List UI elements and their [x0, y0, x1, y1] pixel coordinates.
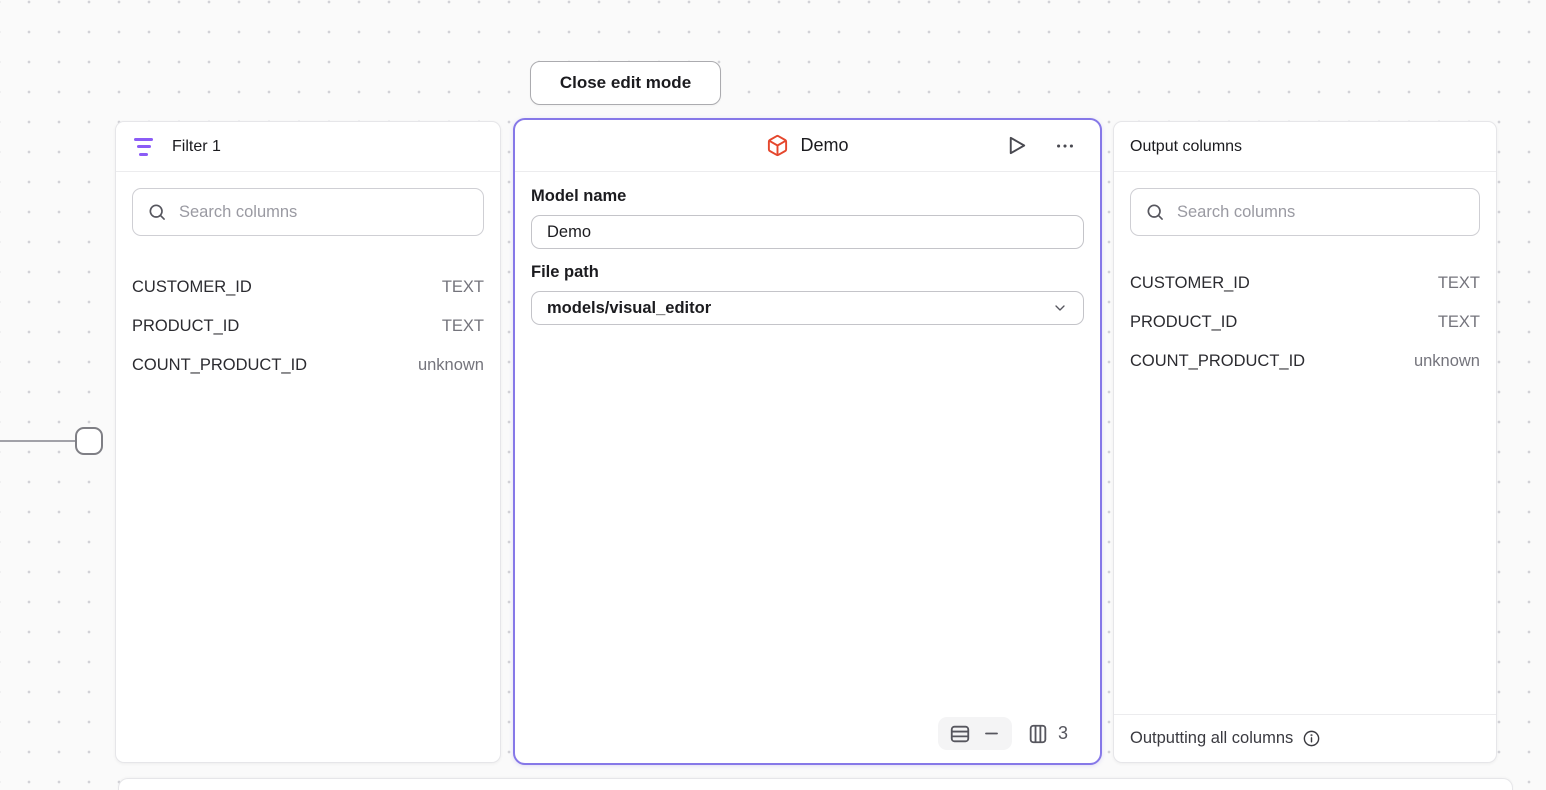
output-footer-text: Outputting all columns — [1130, 729, 1294, 747]
file-path-label: File path — [531, 263, 599, 281]
more-options-button[interactable] — [1052, 133, 1078, 159]
box-icon — [766, 134, 789, 157]
filter-column-list: CUSTOMER_ID TEXT PRODUCT_ID TEXT COUNT_P… — [116, 268, 500, 385]
chevron-down-icon — [1052, 300, 1068, 316]
column-type: TEXT — [1437, 274, 1480, 292]
column-count-value: 3 — [1057, 723, 1068, 743]
column-name: CUSTOMER_ID — [132, 278, 252, 296]
model-node-panel[interactable]: Demo Model name File path models/visual_… — [513, 118, 1102, 765]
column-row[interactable]: COUNT_PRODUCT_ID unknown — [132, 346, 484, 385]
output-panel-header: Output columns — [1114, 122, 1496, 172]
filter-panel-title: Filter 1 — [172, 137, 221, 155]
columns-icon — [1027, 723, 1049, 745]
edge-connector-line — [0, 440, 76, 442]
output-panel-footer: Outputting all columns — [1114, 714, 1496, 762]
column-type: unknown — [417, 356, 484, 374]
output-search-input[interactable] — [1177, 202, 1465, 222]
model-name-input[interactable] — [531, 215, 1084, 249]
column-type: TEXT — [441, 317, 484, 335]
file-path-value: models/visual_editor — [547, 298, 712, 317]
column-row[interactable]: CUSTOMER_ID TEXT — [1130, 264, 1480, 303]
column-row[interactable]: COUNT_PRODUCT_ID unknown — [1130, 342, 1480, 381]
model-panel-body: Model name File path models/visual_edito… — [515, 172, 1100, 763]
model-panel-title: Demo — [800, 135, 849, 155]
filter-icon — [134, 137, 153, 156]
column-type: TEXT — [1437, 313, 1480, 331]
model-panel-header: Demo — [515, 120, 1100, 172]
column-row[interactable]: PRODUCT_ID TEXT — [1130, 303, 1480, 342]
minus-icon — [982, 724, 1001, 743]
model-name-label: Model name — [531, 187, 627, 205]
search-icon — [1145, 202, 1165, 222]
rows-icon — [949, 723, 971, 745]
info-icon[interactable] — [1302, 729, 1321, 748]
model-panel-footer: 3 — [531, 717, 1084, 763]
edge-connector-handle[interactable] — [75, 427, 103, 455]
output-columns-panel[interactable]: Output columns CUSTOMER_ID TEXT PRODUCT_… — [1113, 121, 1497, 763]
column-name: COUNT_PRODUCT_ID — [132, 356, 308, 374]
column-type: unknown — [1413, 352, 1480, 370]
close-edit-mode-button[interactable]: Close edit mode — [530, 61, 721, 105]
filter-node-panel[interactable]: Filter 1 CUSTOMER_ID TEXT PRODUCT_ID TEX… — [115, 121, 501, 763]
column-row[interactable]: CUSTOMER_ID TEXT — [132, 268, 484, 307]
column-count-indicator[interactable]: 3 — [1027, 723, 1068, 745]
file-path-select[interactable]: models/visual_editor — [531, 291, 1084, 325]
column-name: PRODUCT_ID — [132, 317, 240, 335]
column-name: CUSTOMER_ID — [1130, 274, 1250, 292]
filter-search-input[interactable] — [179, 202, 469, 222]
column-row[interactable]: PRODUCT_ID TEXT — [132, 307, 484, 346]
filter-panel-header: Filter 1 — [116, 122, 500, 172]
column-name: PRODUCT_ID — [1130, 313, 1238, 331]
column-type: TEXT — [441, 278, 484, 296]
column-name: COUNT_PRODUCT_ID — [1130, 352, 1306, 370]
output-column-list: CUSTOMER_ID TEXT PRODUCT_ID TEXT COUNT_P… — [1114, 264, 1496, 381]
run-model-button[interactable] — [1003, 132, 1030, 159]
filter-search-box[interactable] — [132, 188, 484, 236]
output-search-box[interactable] — [1130, 188, 1480, 236]
search-icon — [147, 202, 167, 222]
row-count-pill[interactable] — [937, 717, 1012, 750]
results-panel-edge[interactable] — [118, 778, 1513, 790]
output-panel-title: Output columns — [1130, 137, 1243, 155]
